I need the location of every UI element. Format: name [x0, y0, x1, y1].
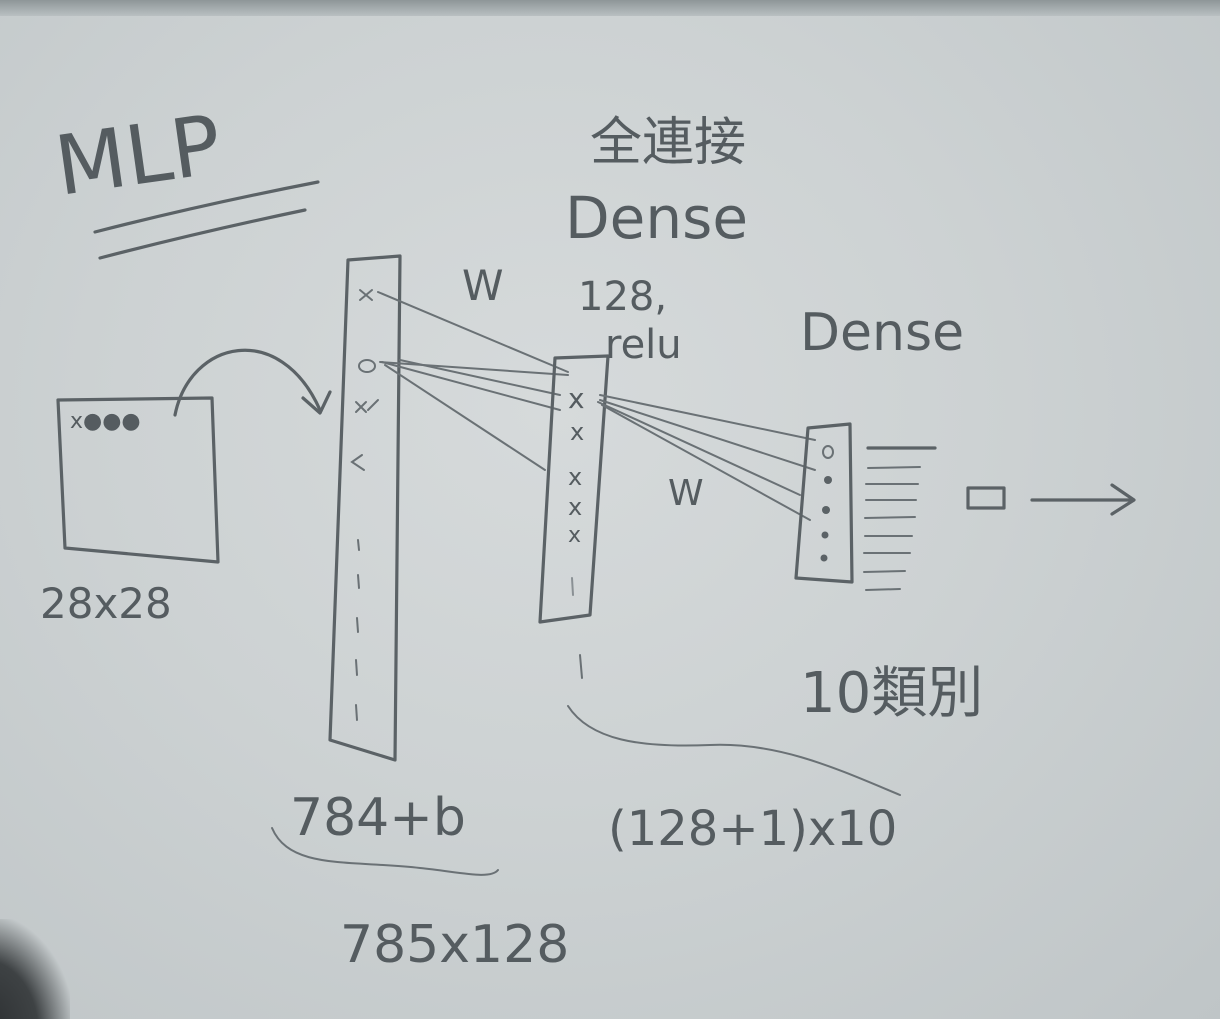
output-node: [824, 476, 832, 484]
hidden-layer-vector: [538, 354, 610, 624]
weight-line: [381, 361, 561, 411]
input-node-1: [359, 289, 373, 301]
dense2-label: Dense: [800, 303, 964, 363]
output-score-bar: [863, 570, 906, 573]
prediction-box: [966, 486, 1006, 510]
hidden-bias-mark: [579, 654, 583, 679]
output-arrowhead: [1110, 483, 1136, 516]
flatten-size-label: 784+b: [290, 788, 466, 848]
weight-line-2: [601, 404, 811, 521]
layer2-brace: [567, 705, 901, 796]
hidden-nodes: x: [568, 382, 585, 415]
weight-line: [384, 364, 546, 471]
dense1-label: Dense: [565, 184, 748, 252]
input-node-ellipsis: [355, 539, 360, 721]
hidden-nodes: x: [568, 493, 582, 521]
input-image-box: [56, 396, 220, 564]
weight-line: [377, 291, 569, 373]
flatten-vector: [328, 254, 402, 762]
weight-line-2: [599, 399, 816, 471]
output-layer-vector: [794, 422, 854, 584]
output-score-bar: [864, 516, 916, 519]
input-pixel-marks: x●●●: [70, 409, 141, 434]
hidden-nodes: x: [570, 418, 584, 446]
hidden-nodes: x: [568, 523, 581, 548]
weight-label-1: W: [462, 261, 504, 310]
dense1-units: 128,: [578, 274, 667, 320]
output-node: [820, 554, 828, 562]
output-classes-label: 10類別: [800, 661, 983, 726]
flatten-brace: [271, 827, 499, 876]
param-count-2: (128+1)x10: [608, 801, 897, 857]
dense-chinese-label: 全連接: [590, 113, 746, 173]
input-size-label: 28x28: [40, 579, 172, 628]
output-score-bar: [865, 588, 901, 591]
dense1-activation: relu: [605, 322, 682, 368]
weight-line: [399, 359, 561, 396]
output-node: [821, 531, 829, 539]
hidden-nodes: x: [568, 463, 582, 491]
input-node-3: [355, 399, 379, 413]
title-mlp: MLP: [50, 98, 227, 215]
board-frame-edge: [0, 0, 1220, 16]
output-node: [822, 445, 834, 459]
weight-label-2: W: [668, 473, 704, 514]
hidden-node-ellipsis: [571, 577, 574, 596]
weight-line: [379, 361, 569, 376]
param-count-1: 785x128: [340, 915, 569, 975]
input-node-4: [350, 454, 365, 471]
corner-shadow: [0, 919, 70, 1019]
output-score-bar: [867, 466, 921, 469]
flatten-arrowhead: [301, 390, 332, 415]
output-node: [822, 506, 830, 514]
title-underline-1: [93, 180, 320, 234]
weight-line-2: [597, 401, 801, 496]
flatten-arrow: [173, 348, 322, 417]
input-node-2: [358, 359, 376, 373]
weight-line-2: [599, 394, 816, 441]
title-underline-2: [98, 208, 307, 260]
